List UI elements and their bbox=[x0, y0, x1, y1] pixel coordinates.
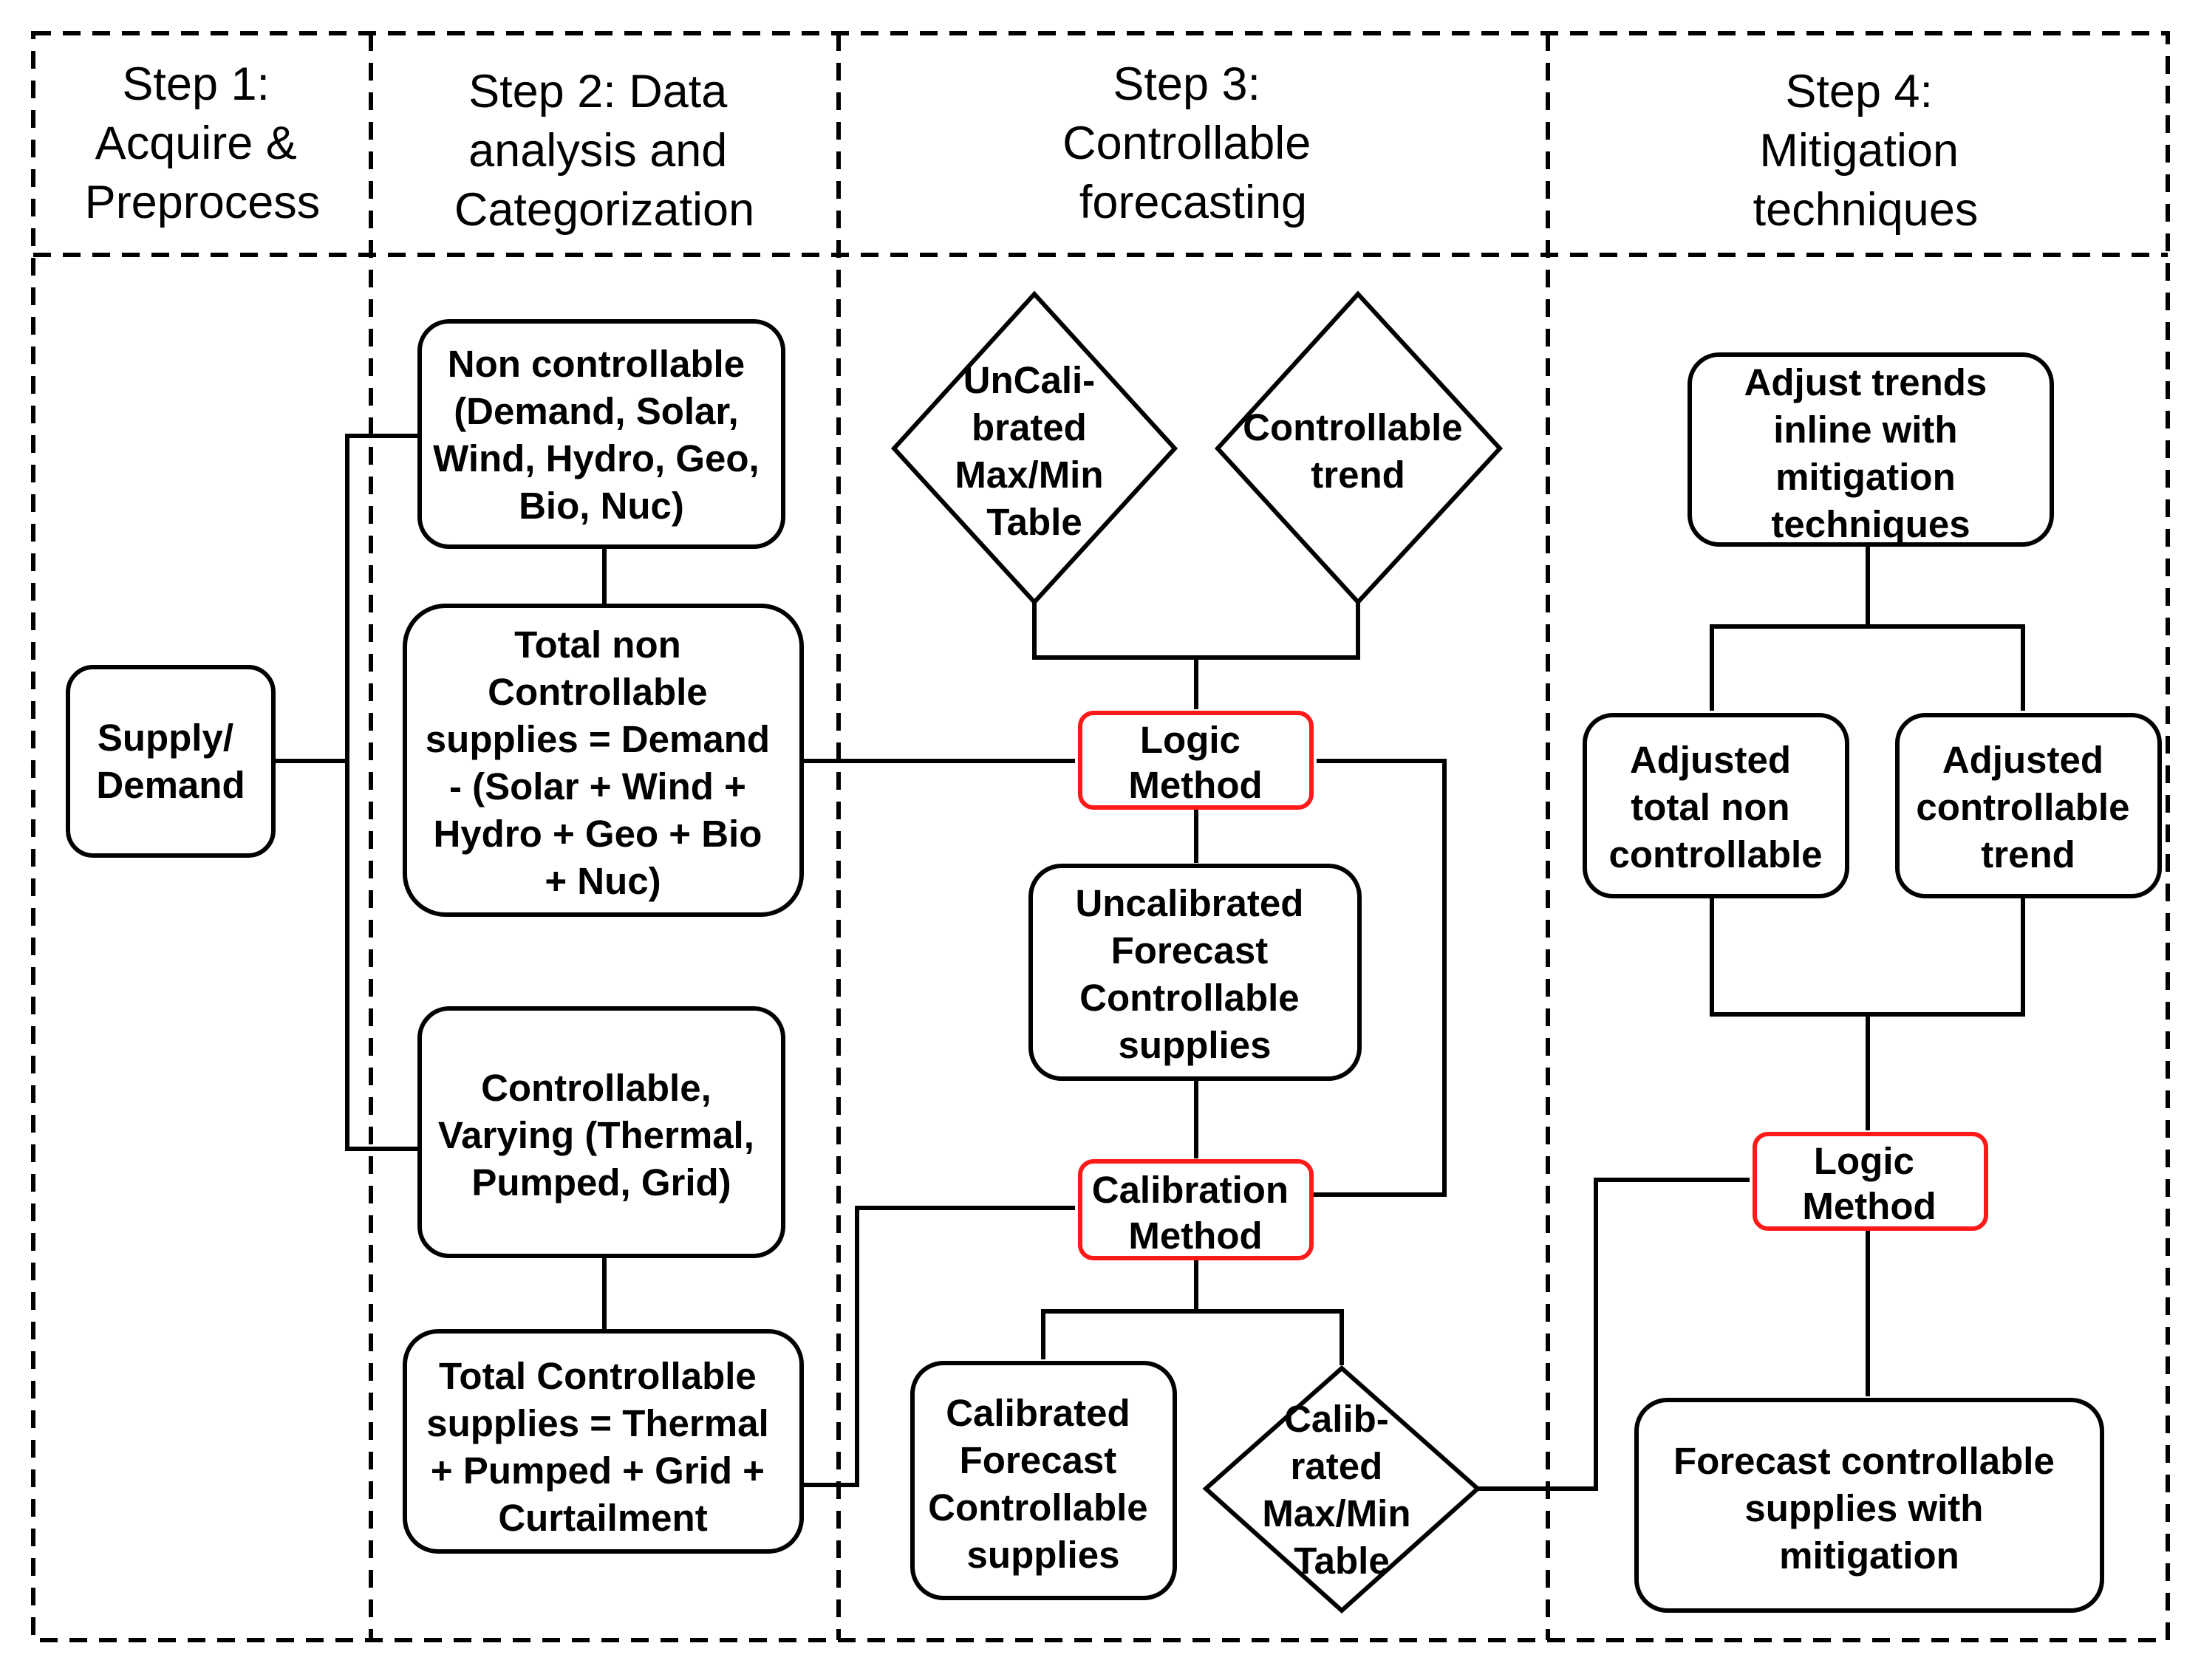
step-frame bbox=[31, 31, 2170, 1642]
arrow-calibration-to-calibrated-table bbox=[1196, 1309, 1344, 1366]
calibrated-forecast-node: Calibrated Forecast Controllable supplie… bbox=[910, 1361, 1177, 1600]
arrow-calibrated-table-to-logic bbox=[1478, 1178, 1750, 1491]
svg-text:Adjust trends inline wit: Adjust trends inline with mitigation tec… bbox=[1744, 361, 1998, 545]
arrow-adjust-split-left bbox=[1710, 544, 1870, 711]
svg-text:Non controllable (Demand: Non controllable (Demand, Solar, Wind, H… bbox=[433, 343, 770, 527]
svg-text:Controllable trend: Controllable trend bbox=[1243, 406, 1473, 496]
svg-text:Calibration Method: Calibration Method bbox=[1092, 1169, 1300, 1257]
svg-text:Total non Controllable: Total non Controllable supplies = Demand… bbox=[426, 624, 780, 902]
calibration-method-node: Calibration Method bbox=[1078, 1159, 1314, 1260]
svg-text:Controllable, Varying (T: Controllable, Varying (Thermal, Pumped, … bbox=[438, 1067, 765, 1203]
svg-text:Logic Method: Logic Method bbox=[1128, 719, 1262, 806]
step4-header: Step 4: Mitigation techniques bbox=[1753, 66, 1979, 236]
total-non-controllable-node: Total non Controllable supplies = Demand… bbox=[403, 604, 804, 917]
total-controllable-node: Total Controllable supplies = Thermal + … bbox=[403, 1329, 804, 1554]
uncalibrated-table-diamond: UnCali- brated Max/Min Table bbox=[890, 290, 1178, 606]
arrow-calibration-feedback bbox=[1311, 759, 1447, 1197]
svg-text:Calib- rated Max/M: Calib- rated Max/Min Table bbox=[1262, 1398, 1421, 1582]
svg-text:Calibrated Forecast: Calibrated Forecast Controllable supplie… bbox=[928, 1392, 1158, 1576]
supply-demand-node: Supply/ Demand bbox=[66, 665, 276, 858]
svg-text:Logic Method: Logic Method bbox=[1802, 1140, 1936, 1227]
arrow-supply-to-non-controllable bbox=[273, 434, 420, 763]
arrow-supply-to-controllable bbox=[345, 761, 420, 1151]
adjusted-controllable-trend-node: Adjusted controllable trend bbox=[1895, 713, 2162, 898]
adjust-trends-node: Adjust trends inline with mitigation tec… bbox=[1688, 352, 2054, 547]
svg-text:UnCali- brated Max: UnCali- brated Max/Min Table bbox=[955, 359, 1113, 543]
step2-header: Step 2: Data analysis and Categorization bbox=[454, 66, 754, 236]
svg-text:Forecast controllable su: Forecast controllable supplies with miti… bbox=[1673, 1440, 2065, 1577]
svg-text:Uncalibrated Forecast: Uncalibrated Forecast Controllable suppl… bbox=[1075, 882, 1314, 1066]
calibrated-table-diamond: Calib- rated Max/Min Table bbox=[1202, 1365, 1481, 1614]
logic-method-step3: Logic Method bbox=[1078, 711, 1314, 810]
arrow-adjusted-merge-to-logic bbox=[1710, 896, 2025, 1130]
controllable-varying-node: Controllable, Varying (Thermal, Pumped, … bbox=[417, 1006, 785, 1258]
adjusted-total-non-controllable-node: Adjusted total non controllable bbox=[1583, 713, 1849, 898]
non-controllable-node: Non controllable (Demand, Solar, Wind, H… bbox=[417, 319, 785, 549]
svg-text:Adjusted total non: Adjusted total non controllable bbox=[1608, 739, 1822, 875]
svg-text:Adjusted controllable: Adjusted controllable trend bbox=[1916, 739, 2140, 875]
logic-method-step4: Logic Method bbox=[1753, 1132, 1988, 1231]
arrow-adjust-split-right bbox=[1868, 624, 2025, 711]
forecast-with-mitigation-node: Forecast controllable supplies with miti… bbox=[1634, 1398, 2104, 1613]
connectors bbox=[273, 434, 2025, 1491]
uncalibrated-forecast-node: Uncalibrated Forecast Controllable suppl… bbox=[1028, 864, 1362, 1081]
arrow-total-controllable-to-calibration bbox=[802, 1206, 1076, 1487]
arrow-calibration-to-calibrated-forecast bbox=[1041, 1258, 1198, 1360]
controllable-trend-diamond: Controllable trend bbox=[1214, 290, 1504, 606]
step1-header: Step 1: Acquire & Preprocess bbox=[85, 58, 321, 228]
svg-text:Total Controllable suppl: Total Controllable supplies = Thermal + … bbox=[426, 1355, 779, 1539]
svg-text:Supply/ Demand: Supply/ Demand bbox=[96, 717, 245, 806]
step3-header: Step 3: Controllable forecasting bbox=[1062, 58, 1324, 228]
arrow-diamonds-to-logic bbox=[1032, 602, 1360, 709]
